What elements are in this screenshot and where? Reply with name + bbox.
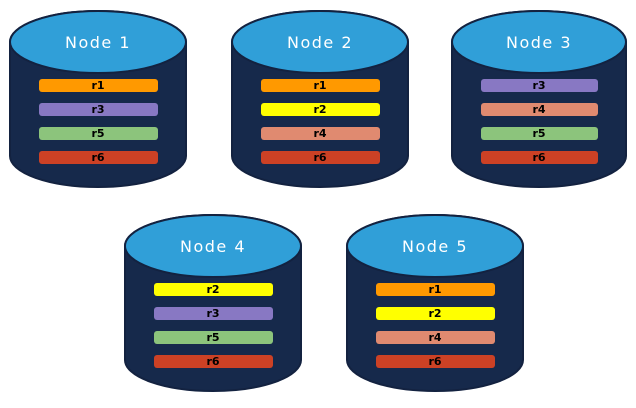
cylinder-shape [451, 10, 627, 188]
replica-bar-r1[interactable]: r1 [260, 79, 380, 92]
replica-bar-r5[interactable]: r5 [153, 331, 273, 344]
replica-bar-r3[interactable]: r3 [480, 79, 598, 92]
replica-stack: r2 r3 r5 r6 [123, 283, 303, 368]
cylinder-shape [231, 10, 409, 188]
cylinder-shape [9, 10, 187, 188]
replica-bar-r6[interactable]: r6 [153, 355, 273, 368]
replica-stack: r1 r3 r5 r6 [8, 79, 188, 164]
replica-stack: r1 r2 r4 r6 [345, 283, 525, 368]
replica-bar-r3[interactable]: r3 [153, 307, 273, 320]
replica-bar-r1[interactable]: r1 [375, 283, 495, 296]
cylinder-top-ellipse [451, 10, 627, 74]
replica-bar-r2[interactable]: r2 [260, 103, 380, 116]
replica-bar-r4[interactable]: r4 [375, 331, 495, 344]
cylinder-top-ellipse [124, 214, 302, 278]
replica-bar-r6[interactable]: r6 [375, 355, 495, 368]
replica-bar-r5[interactable]: r5 [38, 127, 158, 140]
replica-bar-r1[interactable]: r1 [38, 79, 158, 92]
cylinder-shape [346, 214, 524, 392]
replica-bar-r6[interactable]: r6 [260, 151, 380, 164]
replica-stack: r1 r2 r4 r6 [230, 79, 410, 164]
replica-bar-r2[interactable]: r2 [375, 307, 495, 320]
cylinder-top-ellipse [9, 10, 187, 74]
replica-bar-r3[interactable]: r3 [38, 103, 158, 116]
replica-bar-r4[interactable]: r4 [260, 127, 380, 140]
replica-stack: r3 r4 r5 r6 [450, 79, 628, 164]
replica-bar-r4[interactable]: r4 [480, 103, 598, 116]
replica-bar-r6[interactable]: r6 [480, 151, 598, 164]
replica-bar-r5[interactable]: r5 [480, 127, 598, 140]
replica-bar-r2[interactable]: r2 [153, 283, 273, 296]
cylinder-top-ellipse [231, 10, 409, 74]
cylinder-top-ellipse [346, 214, 524, 278]
cylinder-shape [124, 214, 302, 392]
replica-bar-r6[interactable]: r6 [38, 151, 158, 164]
